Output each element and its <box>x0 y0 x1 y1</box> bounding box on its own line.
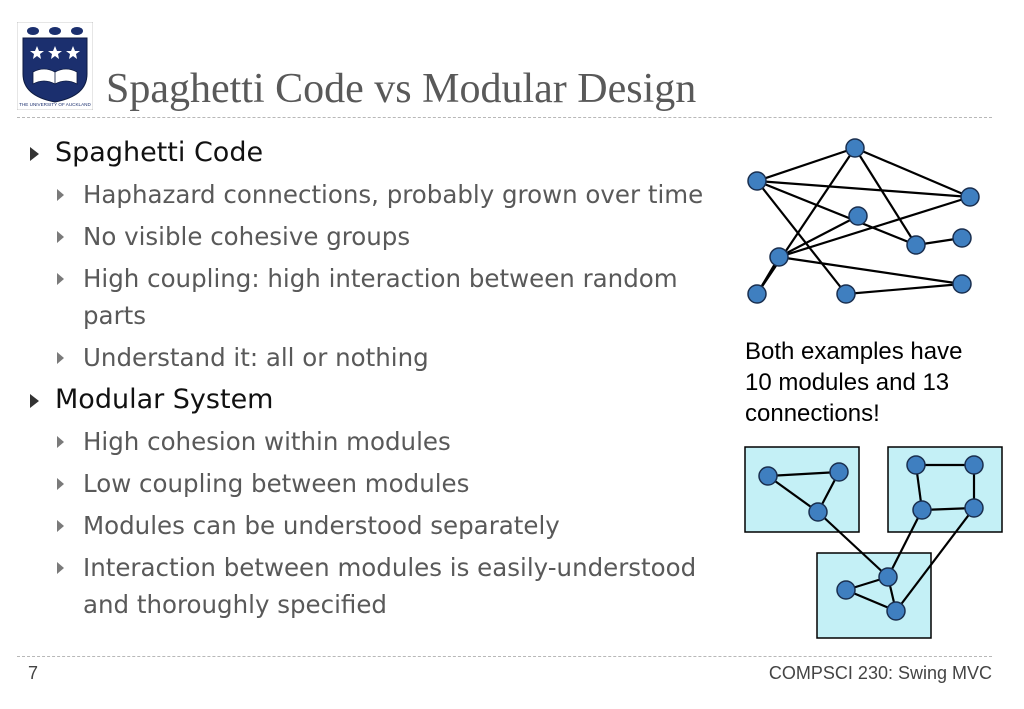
module-node <box>952 228 972 248</box>
module-node <box>878 567 898 587</box>
sub-bullet: No visible cohesive groups <box>28 218 718 255</box>
module-node <box>747 284 767 304</box>
sub-bullet-text: Haphazard connections, probably grown ov… <box>83 180 704 209</box>
bullet-arrow-icon <box>57 352 64 364</box>
module-node <box>886 601 906 621</box>
slide-title: Spaghetti Code vs Modular Design <box>106 66 697 112</box>
bullet-arrow-icon <box>30 394 39 408</box>
module-node <box>964 498 984 518</box>
module-node <box>747 171 767 191</box>
bullet-arrow-icon <box>57 436 64 448</box>
module-node <box>769 247 789 267</box>
bullet-modular-system: Modular System <box>28 381 718 419</box>
title-divider <box>17 117 992 118</box>
module-node <box>906 455 926 475</box>
module-node <box>829 462 849 482</box>
university-logo: THE UNIVERSITY OF AUCKLAND <box>17 22 93 110</box>
sub-bullet-text: High cohesion within modules <box>83 427 451 456</box>
bullet-spaghetti-code: Spaghetti Code <box>28 134 718 172</box>
module-node <box>808 502 828 522</box>
diagram-note: Both examples have 10 modules and 13 con… <box>745 338 963 427</box>
sub-bullet: Low coupling between modules <box>28 465 718 502</box>
footer-divider <box>17 656 992 657</box>
sub-bullet-text: High coupling: high interaction between … <box>83 264 678 330</box>
sub-bullet: High cohesion within modules <box>28 423 718 460</box>
sub-bullet: Interaction between modules is easily-un… <box>28 549 723 623</box>
sub-bullet-text: Understand it: all or nothing <box>83 343 429 372</box>
bullet-arrow-icon <box>57 562 64 574</box>
sub-bullet-text: Interaction between modules is easily-un… <box>83 553 697 619</box>
module-node <box>964 455 984 475</box>
page-number: 7 <box>28 663 39 683</box>
sub-bullet: Haphazard connections, probably grown ov… <box>28 176 718 213</box>
module-node <box>845 138 865 158</box>
modular-diagram <box>744 446 1003 639</box>
sub-bullet: High coupling: high interaction between … <box>28 260 693 334</box>
module-box <box>744 446 860 533</box>
bullet-arrow-icon <box>57 189 64 201</box>
sub-bullet: Understand it: all or nothing <box>28 339 718 376</box>
module-node <box>912 500 932 520</box>
module-box <box>816 552 932 639</box>
bullet-arrow-icon <box>57 520 64 532</box>
logo-caption: THE UNIVERSITY OF AUCKLAND <box>19 102 91 107</box>
sub-bullet-text: No visible cohesive groups <box>83 222 411 251</box>
module-node <box>848 206 868 226</box>
module-node <box>836 580 856 600</box>
bullet-arrow-icon <box>57 231 64 243</box>
bullet-arrow-icon <box>30 147 39 161</box>
bullet-list: Spaghetti Code Haphazard connections, pr… <box>28 134 718 628</box>
bullet-text: Modular System <box>55 384 274 415</box>
spaghetti-diagram <box>747 138 980 304</box>
sub-bullet-text: Low coupling between modules <box>83 469 470 498</box>
module-node <box>836 284 856 304</box>
sub-bullet: Modules can be understood separately <box>28 507 718 544</box>
sub-bullet-text: Modules can be understood separately <box>83 511 560 540</box>
module-box <box>887 446 1003 533</box>
bullet-arrow-icon <box>57 273 64 285</box>
bullet-text: Spaghetti Code <box>55 137 264 168</box>
module-node <box>906 235 926 255</box>
module-node <box>758 466 778 486</box>
course-footer: COMPSCI 230: Swing MVC <box>768 663 992 683</box>
bullet-arrow-icon <box>57 478 64 490</box>
module-node <box>952 274 972 294</box>
module-node <box>960 187 980 207</box>
